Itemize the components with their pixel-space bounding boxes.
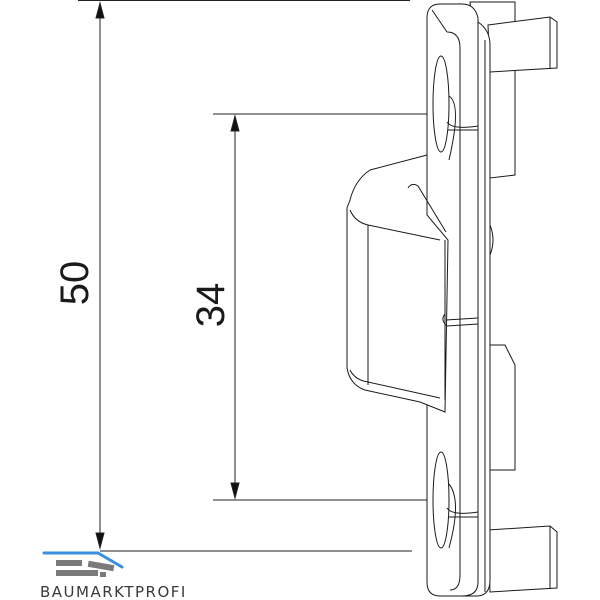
lower-back-rib — [489, 344, 516, 471]
arrowhead-bottom — [95, 532, 105, 550]
keeper-body — [346, 154, 449, 413]
lower-prong — [487, 525, 558, 593]
upper-screw-hole — [432, 55, 450, 153]
strike-plate-part — [346, 1, 558, 597]
logo-text: BAUMARKTPROFI — [40, 583, 187, 600]
arrowhead-top — [95, 1, 105, 19]
dimension-label-34: 34 — [189, 283, 233, 328]
arrowhead-bottom — [230, 482, 240, 500]
dimension-34 — [213, 113, 446, 501]
dimension-label-50: 50 — [53, 261, 97, 306]
lower-screw-hole — [432, 451, 450, 549]
dimension-50 — [78, 0, 412, 552]
logo-roof-icon — [42, 551, 124, 569]
baumarktprofi-logo — [42, 551, 124, 577]
upper-prong — [487, 16, 558, 73]
arrowhead-top — [230, 114, 240, 132]
